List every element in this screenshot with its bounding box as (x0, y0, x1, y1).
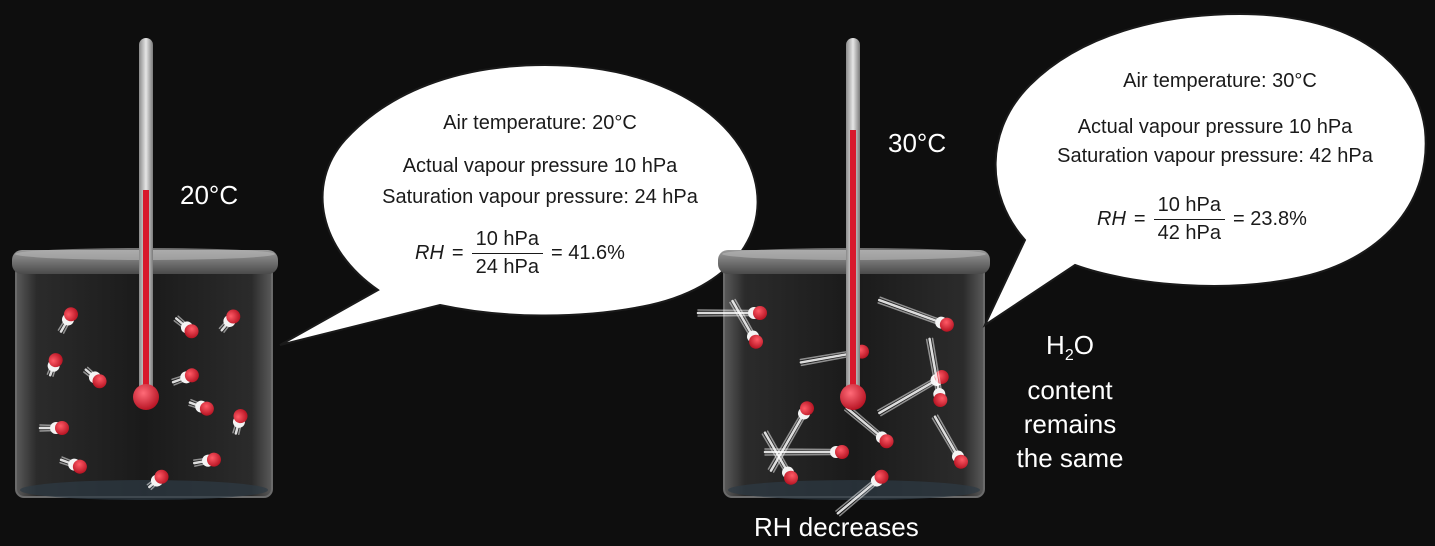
left-rh-symbol: RH (415, 242, 444, 264)
left-water-molecule-4 (38, 421, 69, 435)
right-rh-denominator: 42 hPa (1157, 222, 1221, 244)
left-water-molecule-6 (173, 315, 199, 339)
left-water-molecule-5 (59, 456, 87, 474)
right-rh-fraction: 10 hPa 42 hPa (1153, 194, 1225, 245)
right-water-molecule-5 (877, 296, 954, 332)
right-water-molecule-7 (925, 337, 948, 407)
right-thermometer (840, 38, 866, 410)
left-water-molecule-1 (57, 307, 78, 334)
left-equals-sign: = (451, 242, 464, 264)
left-water-molecule-9 (188, 398, 214, 416)
left-thermometer (133, 38, 159, 410)
h2o-note-line3: remains (1023, 409, 1117, 440)
right-bubble-air-temperature: Air temperature: 30°C (1123, 70, 1317, 92)
left-rh-equation: RH = 10 hPa 24 hPa = 41.6% (415, 228, 625, 279)
right-water-molecule-2 (729, 298, 763, 349)
right-speech-bubble (982, 12, 1427, 328)
right-water-molecule-8 (844, 404, 894, 449)
right-water-molecule-12 (931, 414, 968, 469)
right-water-molecule-1 (696, 306, 767, 320)
right-water-molecule-11 (835, 469, 889, 517)
left-rh-fraction: 10 hPa 24 hPa (471, 228, 543, 279)
h2o-note-line4: the same (1016, 443, 1124, 474)
right-water-molecule-10 (761, 430, 798, 485)
left-water-molecule-10 (232, 409, 248, 435)
left-rh-result: = 41.6% (550, 242, 625, 264)
left-speech-bubble (279, 63, 759, 346)
left-bubble-saturation-pressure: Saturation vapour pressure: 24 hPa (382, 186, 698, 208)
right-water-molecule-9 (763, 445, 849, 459)
left-water-molecule-7 (218, 309, 241, 333)
rh-decreases-caption: RH decreases (754, 512, 919, 542)
left-molecules (38, 307, 248, 491)
left-bubble-actual-pressure: Actual vapour pressure 10 hPa (402, 155, 678, 177)
right-temperature-label: 30°C (888, 128, 947, 158)
right-rh-numerator: 10 hPa (1153, 194, 1225, 220)
left-rh-numerator: 10 hPa (471, 228, 543, 254)
h2o-note-line2: content (1027, 375, 1113, 406)
h2o-content-note: H2O content remains the same (1000, 328, 1140, 475)
right-rh-equation: RH = 10 hPa 42 hPa = 23.8% (1097, 194, 1307, 245)
left-water-molecule-11 (193, 452, 221, 467)
right-bubble-saturation-pressure: Saturation vapour pressure: 42 hPa (1057, 145, 1373, 167)
left-rh-denominator: 24 hPa (475, 256, 539, 278)
right-bubble-actual-pressure: Actual vapour pressure 10 hPa (1077, 116, 1353, 138)
h2o-formula: H2O (1046, 330, 1094, 365)
left-water-molecule-12 (146, 469, 169, 491)
left-water-molecule-3 (83, 366, 107, 389)
left-bubble-air-temperature: Air temperature: 20°C (443, 112, 637, 134)
left-water-molecule-2 (46, 353, 63, 377)
right-equals-sign: = (1133, 208, 1146, 230)
right-rh-result: = 23.8% (1232, 208, 1307, 230)
right-rh-symbol: RH (1097, 208, 1126, 230)
left-temperature-label: 20°C (180, 180, 239, 210)
left-water-molecule-8 (171, 368, 199, 386)
